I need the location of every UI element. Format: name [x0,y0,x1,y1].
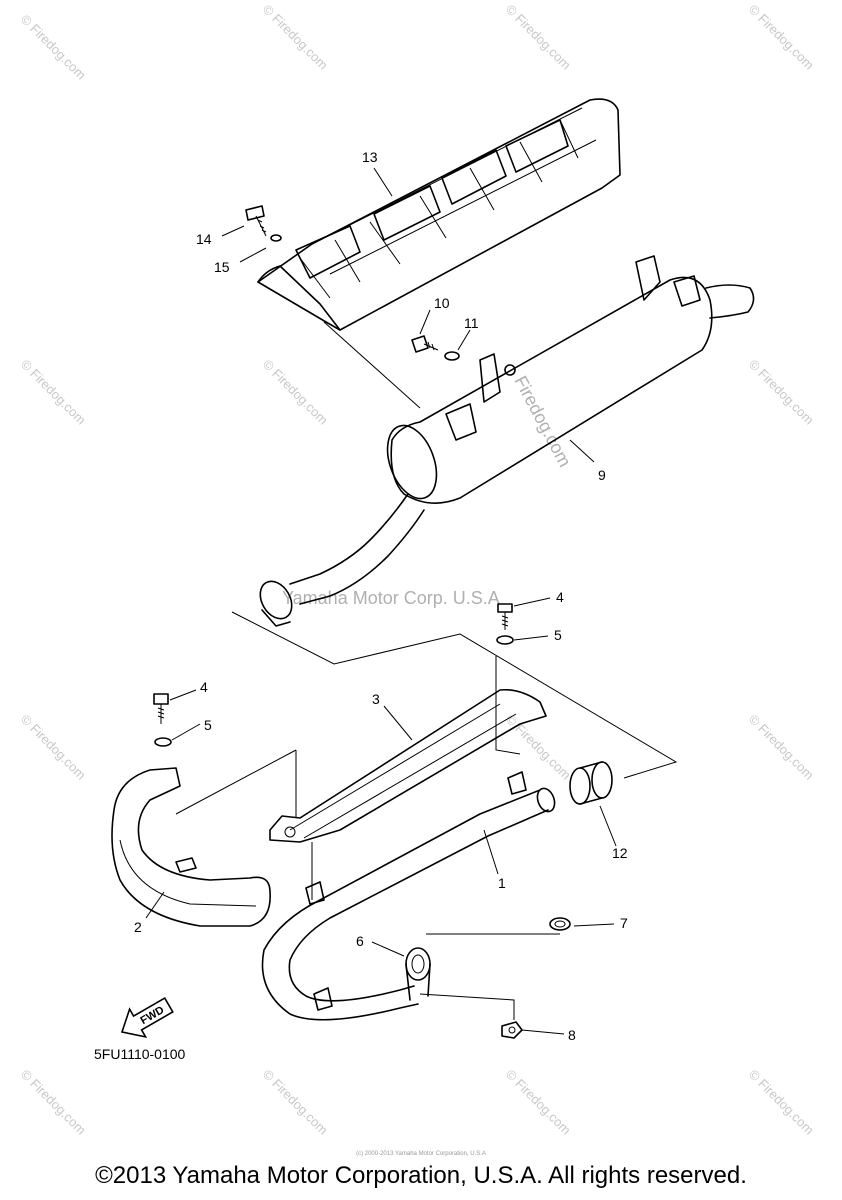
heat-protector [257,98,621,331]
bolt-4-upper [497,603,513,630]
watermark: © Firedog.com [260,1067,331,1138]
callout-10: 10 [434,295,450,311]
watermark: © Firedog.com [746,357,817,428]
watermark: © Firedog.com [260,2,331,73]
copyright-notice: ©2013 Yamaha Motor Corporation, U.S.A. A… [95,1162,747,1189]
watermark: © Firedog.com [18,12,89,83]
callout-6: 6 [356,933,364,949]
callout-2: 2 [134,919,142,935]
callout-1: 1 [498,875,506,891]
watermark: © Firedog.com [746,1067,817,1138]
joint-6 [405,947,431,1001]
watermark: © Firedog.com [503,2,574,73]
watermark: © Firedog.com [746,2,817,73]
watermark: © Firedog.com [18,357,89,428]
callout-9: 8 [568,1027,576,1043]
fwd-arrow-icon: FWD [120,996,174,1038]
leader-lines [175,321,678,1020]
callout-leaders [145,167,617,1035]
callout-15: 15 [214,259,230,275]
washer-5-left [154,737,172,747]
callout-7: 9 [598,467,606,483]
gasket-12 [569,761,613,805]
exhaust-protector [111,767,271,927]
watermark: © Firedog.com [18,712,89,783]
bolt-10 [411,335,439,353]
watermark: © Firedog.com [260,357,331,428]
gasket-8 [549,917,571,931]
muffler-stay [269,688,547,843]
small-print: (c) 2000-2013 Yamaha Motor Corporation, … [356,1151,486,1157]
watermark: © Firedog.com [503,1067,574,1138]
callout-11: 11 [464,315,479,331]
bolt-4-left [153,693,169,724]
callout-5-left: 5 [204,717,212,733]
bolt-14 [245,205,267,237]
callout-8: 7 [620,915,628,931]
watermark: © Firedog.com [503,712,574,783]
nut-9 [501,1021,523,1039]
washer-5-upper [496,635,514,645]
callout-14: 14 [196,231,212,247]
callout-12: 12 [612,845,628,861]
callout-4-upper: 4 [556,589,564,605]
callout-3: 3 [372,691,380,707]
watermark: © Firedog.com [746,712,817,783]
callouts: 13 14 15 10 11 9 4 5 4 5 3 12 1 2 7 6 8 [134,149,628,1043]
callout-13: 13 [362,149,378,165]
watermark-side: Firedog.com [510,372,575,470]
callout-4-left: 4 [200,679,208,695]
washer-11 [444,351,460,361]
exhaust-pipe [261,771,556,1021]
watermark-center: Yamaha Motor Corp. U.S.A [282,588,500,608]
callout-5-upper: 5 [554,627,562,643]
washer-15 [270,234,282,242]
watermark: © Firedog.com [18,1067,89,1138]
muffler [259,255,755,627]
watermark-layer: © Firedog.com © Firedog.com © Firedog.co… [18,2,817,1138]
part-code: 5FU1110-0100 [94,1046,186,1062]
